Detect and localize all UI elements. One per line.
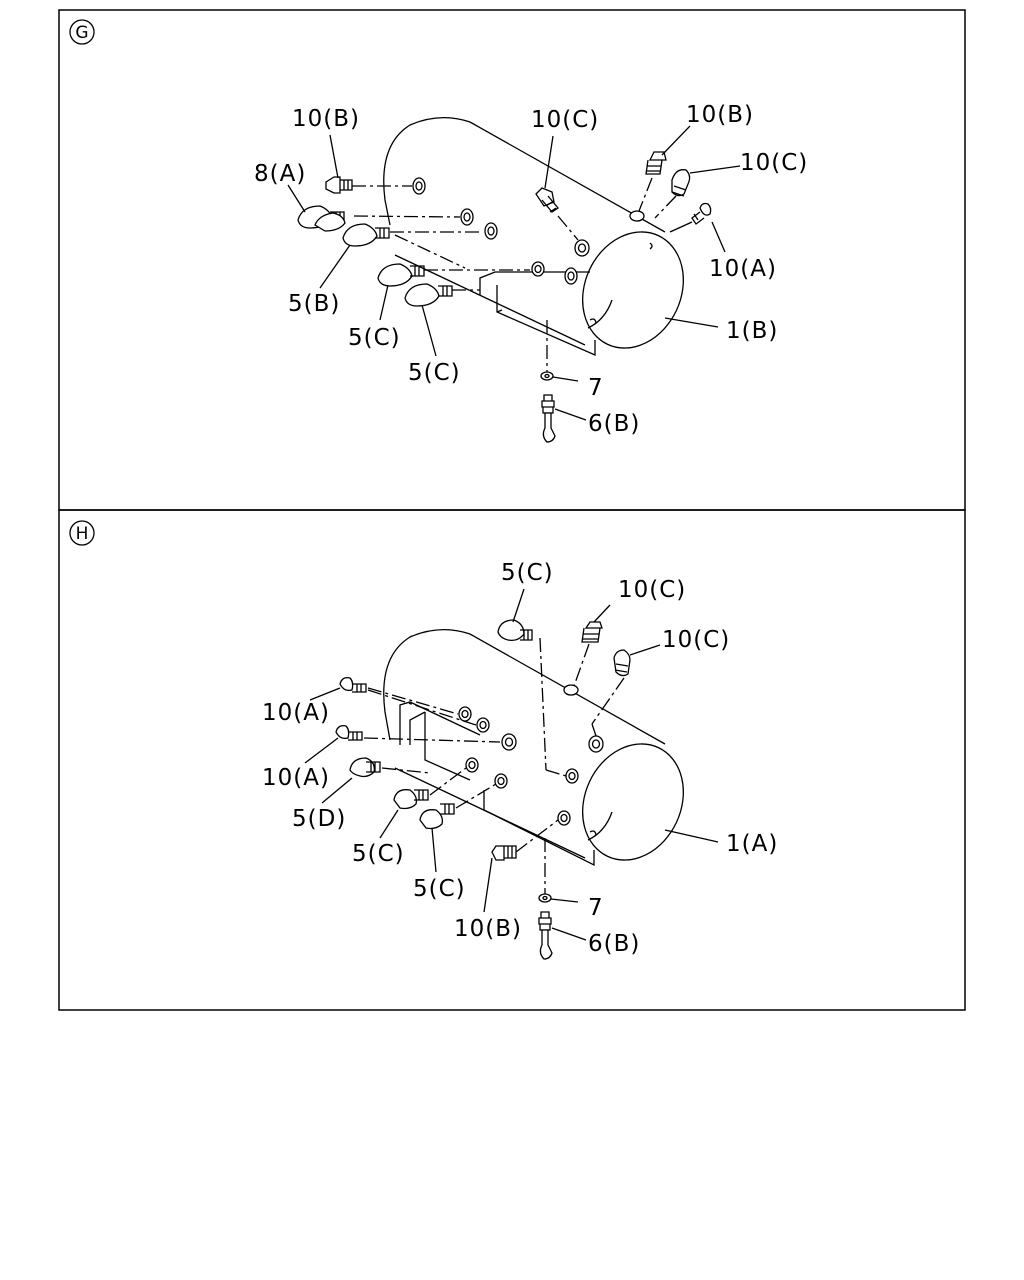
panel-h: H bbox=[58, 509, 966, 1011]
panel-g-badge-text: G bbox=[75, 23, 88, 43]
panel-h-badge-text: H bbox=[76, 524, 89, 544]
fittings-g bbox=[297, 151, 712, 443]
label-10b: 10(B) bbox=[454, 916, 522, 942]
label-10a: 10(A) bbox=[709, 256, 777, 282]
leaders-h bbox=[304, 588, 719, 941]
label-5c-a: 5(C) bbox=[352, 841, 405, 867]
label-10c-right: 10(C) bbox=[740, 150, 808, 176]
label-10c-b: 10(C) bbox=[662, 627, 730, 653]
panel-h-frame bbox=[58, 509, 966, 1011]
label-7: 7 bbox=[588, 375, 604, 401]
label-10c-a: 10(C) bbox=[618, 577, 686, 603]
fittings-h bbox=[335, 619, 631, 960]
label-10b-right: 10(B) bbox=[686, 102, 754, 128]
label-6b: 6(B) bbox=[588, 411, 640, 437]
label-7: 7 bbox=[588, 895, 604, 921]
panel-g-badge: G bbox=[69, 19, 95, 45]
label-1a: 1(A) bbox=[726, 831, 778, 857]
label-6b: 6(B) bbox=[588, 931, 640, 957]
label-10b-top: 10(B) bbox=[292, 106, 360, 132]
label-5d: 5(D) bbox=[292, 806, 346, 832]
bracket-h bbox=[399, 701, 595, 867]
labels-h: 5(C) 10(C) 10(C) 10(A) 10(A) 5(D) 5(C) 5… bbox=[262, 560, 778, 957]
label-10a-a: 10(A) bbox=[262, 700, 330, 726]
labels-g: 10(B) 8(A) 10(C) 10(B) 10(C) 10(A) 5(B) … bbox=[254, 102, 808, 437]
label-10c-mid: 10(C) bbox=[531, 107, 599, 133]
panel-g-frame bbox=[58, 9, 966, 511]
label-5b: 5(B) bbox=[288, 291, 340, 317]
bracket-g bbox=[479, 271, 596, 356]
label-8a: 8(A) bbox=[254, 161, 306, 187]
label-1b: 1(B) bbox=[726, 318, 778, 344]
label-5c-a: 5(C) bbox=[348, 325, 401, 351]
label-5c-top: 5(C) bbox=[501, 560, 554, 586]
leaders-g bbox=[287, 125, 741, 421]
panel-h-badge: H bbox=[69, 520, 95, 546]
tank-1a bbox=[383, 629, 685, 861]
label-5c-b: 5(C) bbox=[408, 360, 461, 386]
label-5c-b: 5(C) bbox=[413, 876, 466, 902]
panel-g: G bbox=[58, 9, 966, 511]
label-10a-b: 10(A) bbox=[262, 765, 330, 791]
